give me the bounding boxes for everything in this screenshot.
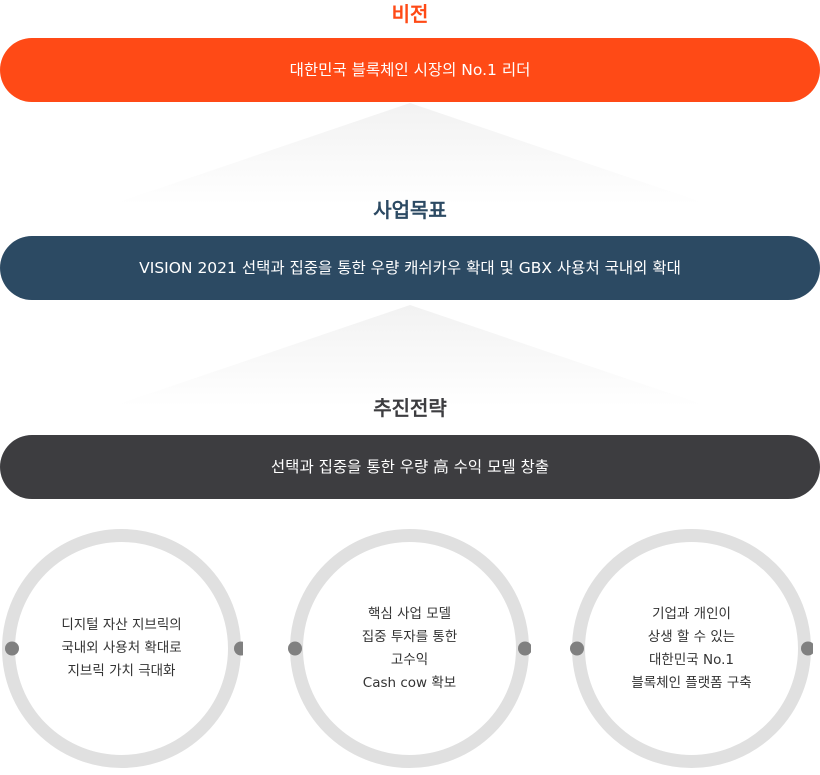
pillar-line: Cash cow 확보 [362,674,457,691]
strategy-title: 추진전략 [373,396,447,420]
ring-dot-right [234,641,243,656]
ring-icon [2,529,243,768]
strategy-bar: 선택과 집중을 통한 우량 高 수익 모델 창출 [0,435,820,499]
vision-title: 비전 [391,2,429,26]
strategy-bar-text: 선택과 집중을 통한 우량 高 수익 모델 창출 [270,458,550,476]
pillar-line: 집중 투자를 통한 [361,628,458,645]
pillar-text-1: 디지털 자산 지브릭의 국내외 사용처 확대로 지브릭 가치 극대화 [0,527,243,770]
pillar-line: 국내외 사용처 확대로 [61,640,182,656]
pillar-line: 디지털 자산 지브릭의 [61,617,182,633]
ring-dot-left [570,641,584,656]
vision-bar: 대한민국 블록체인 시장의 No.1 리더 [0,38,820,102]
ring-icon [288,529,531,768]
ring-dot-right [518,641,531,656]
pillar-line: 고수익 [390,651,429,668]
pillar-circle-2: 핵심 사업 모델 집중 투자를 통한 고수익 Cash cow 확보 [288,527,531,770]
pillar-text-3: 기업과 개인이 상생 할 수 있는 대한민국 No.1 블록체인 플랫폼 구축 [570,527,813,770]
pillar-circle-1: 디지털 자산 지브릭의 국내외 사용처 확대로 지브릭 가치 극대화 [0,527,243,770]
ring-dot-left [5,641,19,656]
pillar-line: 블록체인 플랫폼 구축 [631,674,752,691]
pillar-line: 대한민국 No.1 [649,651,734,668]
pillar-line: 상생 할 수 있는 [647,628,736,645]
pillar-line: 핵심 사업 모델 [367,605,452,622]
ring-icon [570,529,813,768]
connector-triangle [110,103,710,205]
goal-bar: VISION 2021 선택과 집중을 통한 우량 캐쉬카우 확대 및 GBX … [0,236,820,300]
ring-dot-right [801,641,813,656]
vision-bar-text: 대한민국 블록체인 시장의 No.1 리더 [289,61,531,79]
goal-title: 사업목표 [373,198,447,222]
goal-bar-text: VISION 2021 선택과 집중을 통한 우량 캐쉬카우 확대 및 GBX … [139,259,681,277]
pillar-line: 기업과 개인이 [652,605,731,622]
connector-triangle [110,305,710,407]
pillar-line: 지브릭 가치 극대화 [67,663,176,679]
pillar-text-2: 핵심 사업 모델 집중 투자를 통한 고수익 Cash cow 확보 [288,527,531,770]
ring-dot-left [288,641,302,656]
pillar-circle-3: 기업과 개인이 상생 할 수 있는 대한민국 No.1 블록체인 플랫폼 구축 [570,527,813,770]
